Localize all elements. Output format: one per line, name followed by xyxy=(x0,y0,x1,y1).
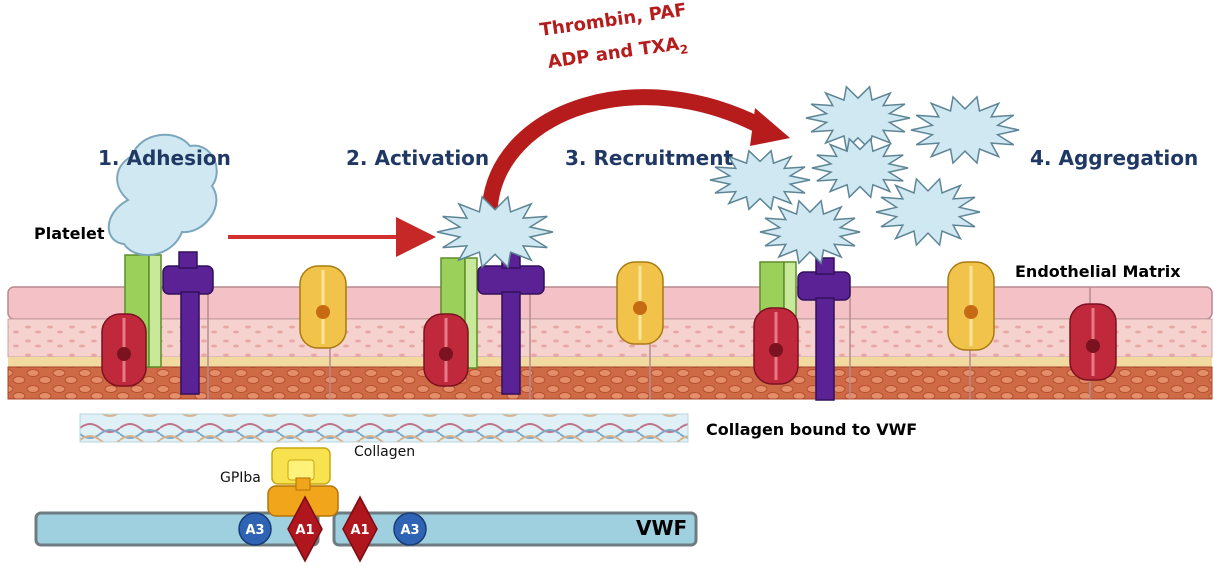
purple-receptor xyxy=(797,257,851,401)
vwf-label: VWF xyxy=(636,516,688,540)
endothelial-matrix-label: Endothelial Matrix xyxy=(1015,262,1181,281)
step-aggregation: 4. Aggregation xyxy=(1030,146,1199,170)
agonist-line-2-sub: 2 xyxy=(678,42,690,58)
activated-platelets xyxy=(436,85,1020,269)
step-recruitment: 3. Recruitment xyxy=(565,146,734,170)
domain-a1-right xyxy=(342,495,378,563)
red-receptor-aggregation xyxy=(1069,303,1117,381)
domain-a1-left xyxy=(287,495,323,563)
activated-platelet-7 xyxy=(875,177,981,247)
receptor-group-activation xyxy=(423,251,545,395)
purple-receptor xyxy=(162,251,214,395)
vwf-bar-left xyxy=(34,511,320,547)
activated-platelet-5 xyxy=(811,137,909,199)
activated-platelet-6 xyxy=(759,199,861,265)
domain-a3-left-label: A3 xyxy=(245,523,264,538)
gpiba-label: GPIba xyxy=(220,470,261,486)
agonist-arrow-head xyxy=(750,108,790,146)
step-activation: 2. Activation xyxy=(346,146,490,170)
domain-a3-right-label: A3 xyxy=(400,523,419,538)
platelet-label: Platelet xyxy=(34,224,105,243)
activated-platelet-2 xyxy=(805,85,911,151)
yellow-receptor-2 xyxy=(616,261,664,345)
yellow-receptor-3 xyxy=(947,261,995,351)
red-receptor xyxy=(423,313,469,387)
receptor-group-adhesion xyxy=(101,251,214,395)
activated-platelet-4 xyxy=(709,149,811,211)
vwf-domains: A3 A1 A1 A3 xyxy=(238,495,427,563)
collagen-bound-label: Collagen bound to VWF xyxy=(706,420,918,439)
activated-platelet-3 xyxy=(910,95,1020,165)
collagen-fiber xyxy=(79,413,689,443)
domain-a1-right-label: A1 xyxy=(350,523,369,538)
receptor-group-recruitment xyxy=(753,257,851,401)
resting-platelet xyxy=(107,133,218,257)
red-receptor xyxy=(101,313,147,387)
basement-membrane xyxy=(8,357,1212,367)
activated-platelet-1 xyxy=(436,195,554,269)
agonist-release-arrow xyxy=(482,89,776,213)
domain-a3-left xyxy=(238,512,272,546)
domain-a1-left-label: A1 xyxy=(295,523,314,538)
step-adhesion: 1. Adhesion xyxy=(98,146,231,170)
red-receptor xyxy=(753,307,799,385)
domain-a3-right xyxy=(393,512,427,546)
yellow-receptor-1 xyxy=(299,265,347,349)
collagen-label: Collagen xyxy=(354,444,416,460)
